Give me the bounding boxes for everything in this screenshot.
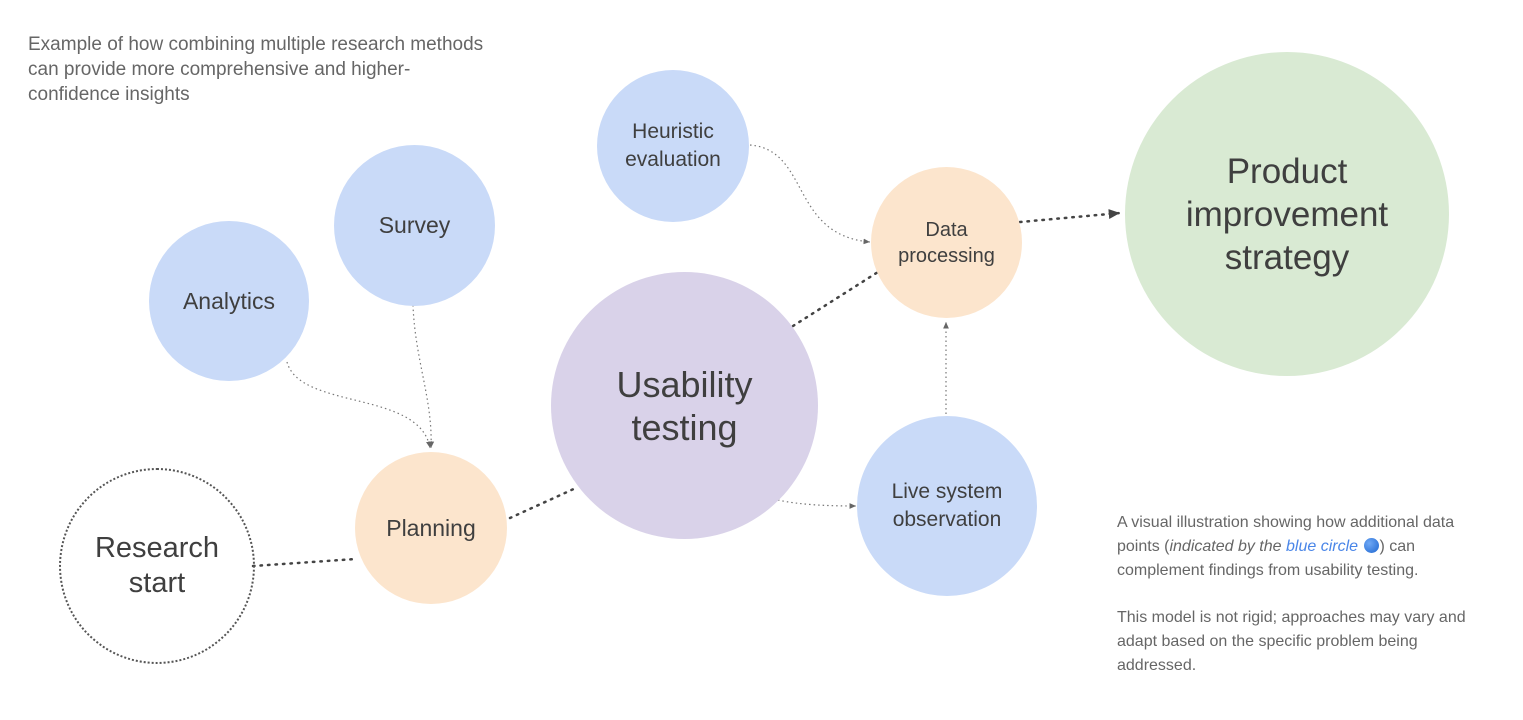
product-improvement-strategy-node: Product improvement strategy	[1125, 52, 1449, 376]
analytics-label: Analytics	[182, 287, 276, 314]
explanation-notes: A visual illustration showing how additi…	[1117, 511, 1497, 678]
note-text-part-a: A visual illustration showing how additi…	[1117, 514, 1455, 555]
analytics-node: Analytics	[149, 221, 309, 381]
blue-circle-icon	[1364, 538, 1380, 553]
usability-testing-label: Usability testing	[616, 363, 753, 448]
connector-heuristic-dataprocessing	[749, 144, 871, 245]
connector-start-planning	[251, 557, 358, 568]
usability-testing-node: Usability testing	[551, 272, 818, 539]
live-system-observation-label: Live system observation	[891, 480, 1003, 531]
product-improvement-strategy-label: Product improvement strategy	[1185, 151, 1389, 277]
connector-survey-planning	[412, 304, 435, 449]
planning-label: Planning	[386, 514, 476, 541]
connector-planning-usability	[508, 485, 580, 520]
note-text-part-b: ) can complement findings from usability…	[1117, 538, 1419, 579]
survey-node: Survey	[334, 145, 495, 306]
connector-dataprocessing-product	[1018, 209, 1122, 224]
research-start-node: Research start	[59, 468, 255, 664]
survey-label: Survey	[378, 212, 451, 238]
note-paragraph-1: A visual illustration showing how additi…	[1117, 511, 1497, 583]
note-text-blue-circle: blue circle	[1286, 538, 1359, 555]
connector-usability-livesystem	[777, 499, 857, 509]
heuristic-evaluation-node: Heuristic evaluation	[597, 70, 749, 222]
live-system-observation-node: Live system observation	[857, 416, 1037, 596]
planning-node: Planning	[355, 452, 507, 604]
note-paragraph-2: This model is not rigid; approaches may …	[1117, 609, 1466, 674]
data-processing-node: Data processing	[871, 167, 1022, 318]
diagram-intro: Example of how combining multiple resear…	[28, 34, 484, 105]
research-start-label: Research start	[94, 532, 220, 599]
data-processing-label: Data processing	[898, 218, 995, 267]
heuristic-evaluation-label: Heuristic evaluation	[625, 120, 721, 171]
connector-usability-dataprocessing	[791, 270, 880, 328]
connector-analytics-planning	[286, 361, 432, 449]
note-text-emphasis: indicated by the	[1169, 538, 1286, 555]
